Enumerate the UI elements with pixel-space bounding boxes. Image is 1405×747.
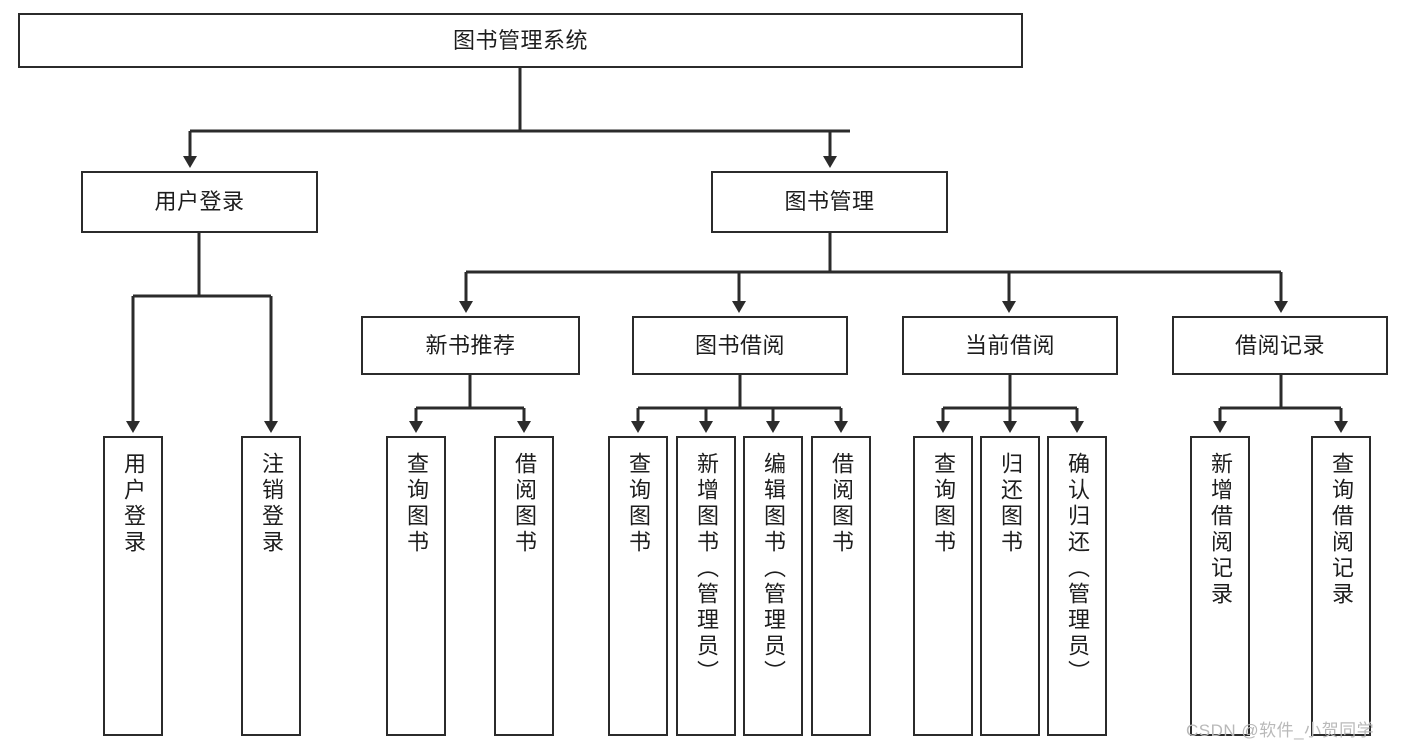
node-book-management[interactable]: 图书管理 [711,171,948,233]
node-label: 用户登录 [154,189,245,215]
leaf-borrow-add-book-admin[interactable]: 新增图书（管理员） [676,436,736,736]
node-label: 图书管理系统 [452,27,588,53]
leaf-user-login-logout[interactable]: 注销登录 [241,436,301,736]
node-borrow-record[interactable]: 借阅记录 [1172,316,1388,375]
node-label: 借阅记录 [1234,332,1325,358]
node-label: 图书管理 [784,189,875,215]
node-label: 当前借阅 [964,332,1055,358]
node-new-book-recommend[interactable]: 新书推荐 [361,316,580,375]
leaf-borrow-edit-book-admin[interactable]: 编辑图书（管理员） [743,436,803,736]
leaf-user-login-login[interactable]: 用户登录 [103,436,163,736]
node-label: 新书推荐 [425,332,516,358]
node-label: 确认归还（管理员） [1065,452,1090,686]
leaf-record-add-record[interactable]: 新增借阅记录 [1190,436,1250,736]
leaf-current-return-book[interactable]: 归还图书 [980,436,1040,736]
node-label: 用户登录 [121,452,146,556]
leaf-recommend-query-book[interactable]: 查询图书 [386,436,446,736]
node-label: 注销登录 [259,452,284,556]
leaf-current-confirm-return-admin[interactable]: 确认归还（管理员） [1047,436,1107,736]
node-label: 查询图书 [931,452,956,556]
node-label: 借阅图书 [829,452,854,556]
node-current-borrow[interactable]: 当前借阅 [902,316,1118,375]
leaf-record-query-record[interactable]: 查询借阅记录 [1311,436,1371,736]
node-user-login[interactable]: 用户登录 [81,171,318,233]
node-label: 借阅图书 [512,452,537,556]
node-label: 查询图书 [404,452,429,556]
leaf-borrow-query-book[interactable]: 查询图书 [608,436,668,736]
csdn-watermark: CSDN @软件_小贺同学 [1186,721,1375,740]
node-label: 新增图书（管理员） [694,452,719,686]
node-label: 归还图书 [998,452,1023,556]
leaf-recommend-borrow-book[interactable]: 借阅图书 [494,436,554,736]
node-label: 查询借阅记录 [1329,452,1354,608]
node-book-borrow[interactable]: 图书借阅 [632,316,848,375]
node-label: 新增借阅记录 [1208,452,1233,608]
leaf-borrow-borrow-book[interactable]: 借阅图书 [811,436,871,736]
node-label: 图书借阅 [694,332,785,358]
node-label: 查询图书 [626,452,651,556]
node-label: 编辑图书（管理员） [761,452,786,686]
node-root-system[interactable]: 图书管理系统 [18,13,1023,68]
leaf-current-query-book[interactable]: 查询图书 [913,436,973,736]
